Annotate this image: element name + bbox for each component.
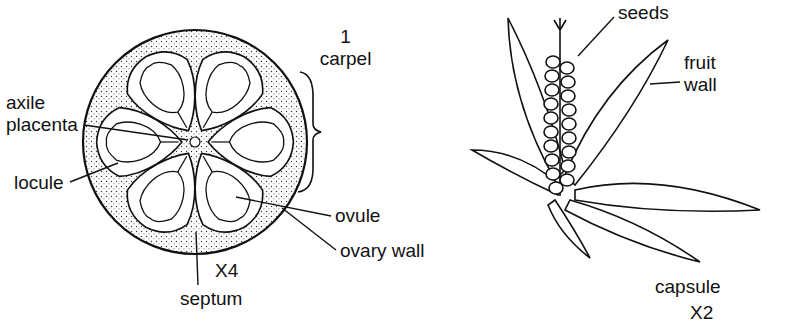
magnification-label: X2 — [690, 302, 750, 324]
part-label: septum — [180, 288, 280, 310]
part-label: ovule — [335, 205, 425, 227]
part-label: axile placenta — [6, 92, 106, 136]
magnification-label: X4 — [215, 260, 265, 282]
part-label: fruit wall — [684, 52, 744, 96]
part-label: seeds — [618, 2, 708, 24]
leader-lines — [70, 125, 336, 285]
part-label: 1 carpel — [318, 26, 373, 70]
figure-label: capsule — [655, 276, 765, 298]
capsule-drawing — [472, 18, 760, 262]
ovary-section — [83, 30, 307, 254]
part-label: ovary wall — [340, 240, 480, 262]
part-label: locule — [14, 172, 104, 194]
carpel-bracket — [298, 72, 321, 192]
leader-lines — [578, 17, 680, 84]
